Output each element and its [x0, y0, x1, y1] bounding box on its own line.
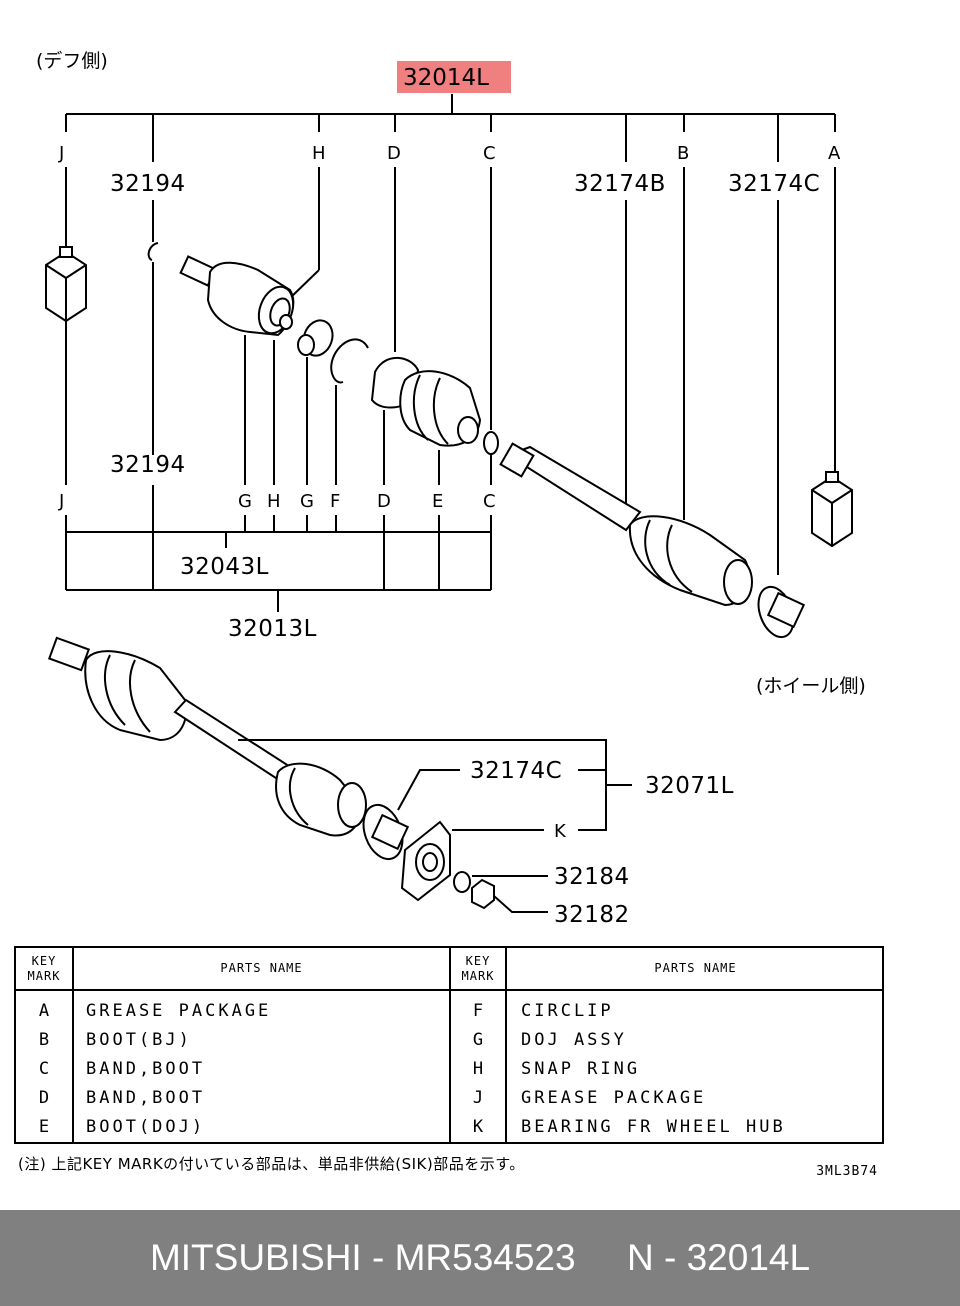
part-number-32194-mid[interactable]: 32194: [110, 452, 186, 478]
key-mark: A: [38, 1000, 50, 1021]
key-label-k: K: [554, 821, 567, 842]
axle-shaft-upper[interactable]: [499, 442, 642, 532]
doj-assy[interactable]: [179, 255, 300, 339]
key-mark: J: [472, 1087, 484, 1108]
exploded-parts-diagram: (デフ側) (ホイール側) 32014L J H D C B A 32194 3…: [36, 50, 866, 928]
footer-bar: MITSUBISHI - MR534523 N - 32014L: [0, 1210, 960, 1306]
washer[interactable]: [453, 871, 471, 893]
part-name: GREASE PACKAGE: [86, 1000, 272, 1021]
wheel-side-label: (ホイール側): [756, 675, 866, 697]
part-number-32174c-top[interactable]: 32174C: [728, 171, 820, 197]
part-name: BAND,BOOT: [86, 1058, 206, 1079]
part-number-32174c-lower[interactable]: 32174C: [470, 758, 562, 784]
part-name: BEARING FR WHEEL HUB: [521, 1116, 786, 1137]
table-divider: [449, 948, 451, 1142]
part-name: BAND,BOOT: [86, 1087, 206, 1108]
footnote: (注) 上記KEY MARKの付いている部品は、単品非供給(SIK)部品を示す。: [18, 1155, 525, 1173]
band-boot-c[interactable]: [483, 431, 499, 455]
parts-name-header-left: PARTS NAME: [74, 948, 449, 991]
hub-nut[interactable]: [471, 878, 495, 910]
part-number-32071l[interactable]: 32071L: [645, 773, 734, 799]
part-name: BOOT(DOJ): [86, 1116, 206, 1137]
boot-doj[interactable]: [399, 370, 482, 447]
key-label-e: E: [432, 491, 443, 512]
key-mark: C: [38, 1058, 50, 1079]
table-divider: [72, 948, 74, 1142]
table-row: B BOOT(BJ) G DOJ ASSY: [16, 1025, 884, 1054]
key-mark: E: [38, 1116, 50, 1137]
part-name: GREASE PACKAGE: [521, 1087, 707, 1108]
parts-key-table: KEY MARK PARTS NAME KEY MARK PARTS NAME …: [14, 946, 884, 1144]
part-number-32182[interactable]: 32182: [554, 902, 630, 928]
highlight-box: [397, 61, 511, 93]
part-number-32174b[interactable]: 32174B: [574, 171, 666, 197]
table-row: D BAND,BOOT J GREASE PACKAGE: [16, 1083, 884, 1112]
grease-package-right[interactable]: [811, 471, 853, 548]
key-mark: B: [38, 1029, 50, 1050]
part-number-32013l[interactable]: 32013L: [228, 616, 317, 642]
part-name: DOJ ASSY: [521, 1029, 627, 1050]
key-label-d-bottom: D: [377, 491, 391, 512]
part-number-32043l[interactable]: 32043L: [180, 554, 269, 580]
wheel-hub-bearing[interactable]: [400, 820, 451, 902]
snap-ring[interactable]: [330, 338, 369, 384]
axle-shaft-assembled[interactable]: [47, 636, 367, 837]
part-name: CIRCLIP: [521, 1000, 614, 1021]
key-mark: D: [38, 1087, 50, 1108]
drawing-code: 3ML3B74: [816, 1164, 878, 1179]
key-mark: H: [472, 1058, 484, 1079]
key-label-c-top: C: [483, 143, 496, 164]
part-number-32194-top[interactable]: 32194: [110, 171, 186, 197]
key-mark-header-right: KEY MARK: [451, 948, 505, 991]
key-label-b-top: B: [677, 143, 689, 164]
key-label-h-top: H: [312, 143, 326, 164]
key-label-g-2: G: [300, 491, 314, 512]
footer-part-reference: MITSUBISHI - MR534523 N - 32014L: [149, 1237, 811, 1278]
part-number-32184[interactable]: 32184: [554, 864, 630, 890]
assembly-part-number[interactable]: 32014L: [403, 65, 489, 91]
part-name: SNAP RING: [521, 1058, 641, 1079]
part-name: BOOT(BJ): [86, 1029, 192, 1050]
boot-bj[interactable]: [628, 515, 753, 607]
key-label-g-1: G: [238, 491, 252, 512]
key-label-j-bottom: J: [58, 491, 64, 512]
tripod-spider[interactable]: [297, 316, 337, 359]
parts-name-header-right: PARTS NAME: [507, 948, 884, 991]
key-label-j-top: J: [58, 143, 64, 164]
table-row: A GREASE PACKAGE F CIRCLIP: [16, 996, 884, 1025]
leader-lines: [65, 167, 836, 575]
key-label-d-top: D: [387, 143, 401, 164]
key-mark: G: [472, 1029, 484, 1050]
key-label-a-top: A: [828, 143, 841, 164]
band-boot-upper[interactable]: [752, 582, 806, 642]
key-mark: K: [472, 1116, 484, 1137]
table-row: E BOOT(DOJ) K BEARING FR WHEEL HUB: [16, 1112, 884, 1141]
top-bracket: [65, 94, 836, 162]
table-divider: [505, 948, 507, 1142]
grease-package-left[interactable]: [45, 246, 87, 323]
bottom-brackets: [65, 485, 492, 612]
table-row: C BAND,BOOT H SNAP RING: [16, 1054, 884, 1083]
diff-side-label: (デフ側): [36, 50, 108, 72]
key-mark: F: [472, 1000, 484, 1021]
key-label-f: F: [330, 491, 340, 512]
hub-leaders: [238, 739, 632, 913]
key-mark-header-left: KEY MARK: [16, 948, 72, 991]
circlip-32194[interactable]: [147, 242, 159, 261]
key-label-c-bottom: C: [483, 491, 496, 512]
key-label-h-bottom: H: [267, 491, 281, 512]
band-boot-lower[interactable]: [357, 800, 410, 865]
